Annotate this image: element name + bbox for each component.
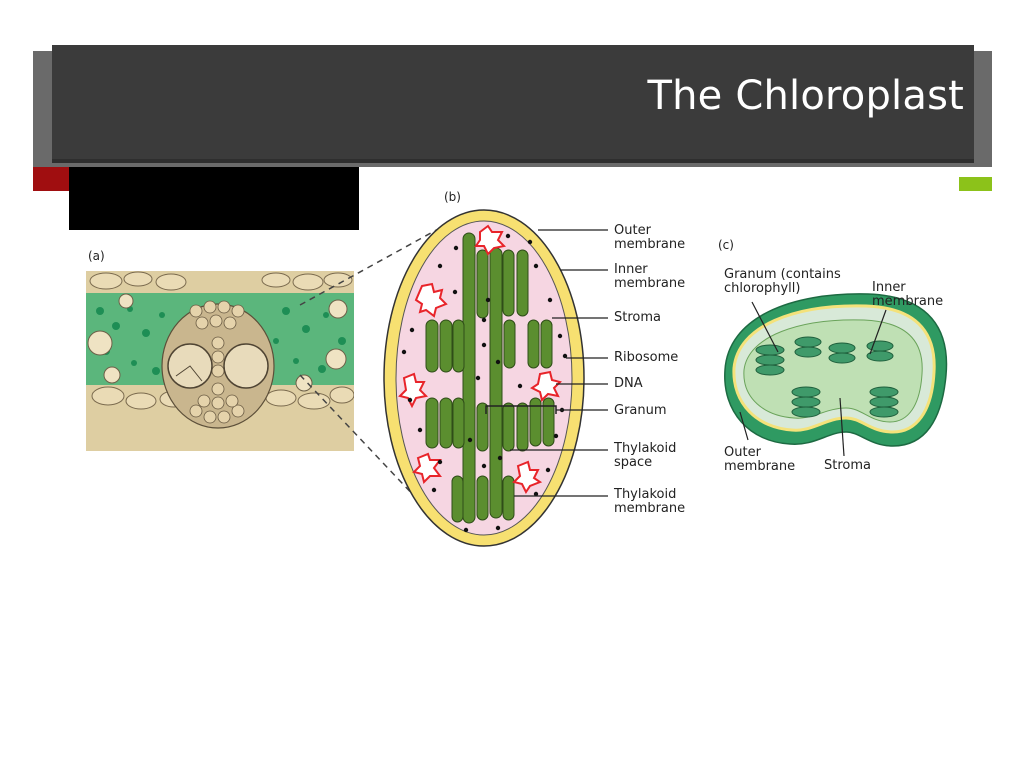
label-dna: DNA: [614, 376, 643, 391]
panel-a-label: (a): [88, 249, 105, 263]
red-accent-bar: [33, 167, 69, 191]
label-c-granum: Granum (contains chlorophyll): [724, 267, 841, 296]
black-redaction-box: [69, 167, 359, 230]
slide-title: The Chloroplast: [647, 73, 964, 119]
label-stroma: Stroma: [614, 310, 661, 325]
label-thylakoid-space: Thylakoid space: [614, 441, 677, 470]
label-c-inner-membrane: Inner membrane: [872, 280, 944, 309]
label-inner-membrane: Inner membrane: [614, 262, 686, 291]
label-c-outer-membrane: Outer membrane: [724, 445, 796, 474]
label-ribosome: Ribosome: [614, 350, 679, 365]
leaf-micrograph: [86, 271, 354, 451]
label-outer-membrane: Outer membrane: [614, 223, 686, 252]
panel-c-label: (c): [718, 238, 734, 252]
label-thylakoid-membrane: Thylakoid membrane: [614, 487, 686, 516]
panel-b-label: (b): [444, 190, 461, 204]
label-c-stroma: Stroma: [824, 458, 871, 473]
label-granum: Granum: [614, 403, 667, 418]
title-bar: The Chloroplast: [52, 45, 974, 163]
green-accent-bar: [959, 177, 992, 191]
